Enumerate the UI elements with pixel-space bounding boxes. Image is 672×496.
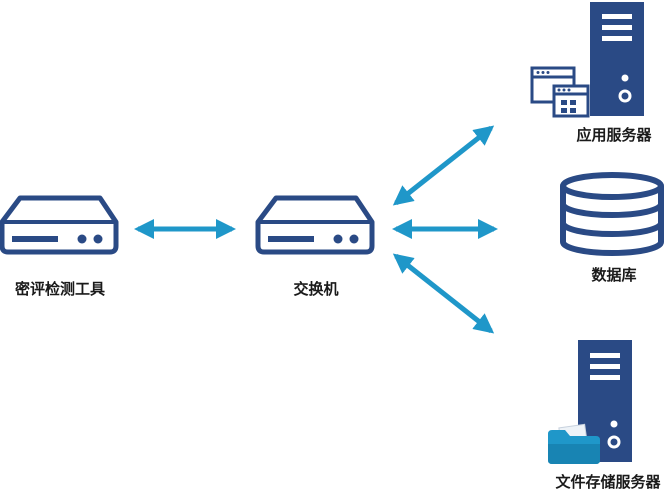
app-server-label: 应用服务器 (576, 126, 652, 144)
file-server-label: 文件存储服务器 (555, 473, 661, 491)
switch-label: 交换机 (293, 280, 339, 298)
database-label: 数据库 (591, 266, 637, 284)
network-device-icon (0, 195, 119, 255)
tool-label: 密评检测工具 (14, 280, 105, 298)
network-switch-icon (255, 195, 375, 255)
server-tower-icon (590, 2, 644, 116)
app-window-icon (530, 66, 590, 118)
folder-icon (548, 423, 600, 464)
connector-switch-file-server (392, 253, 495, 334)
database-icon (560, 172, 664, 256)
connector-switch-app-server (392, 125, 495, 206)
